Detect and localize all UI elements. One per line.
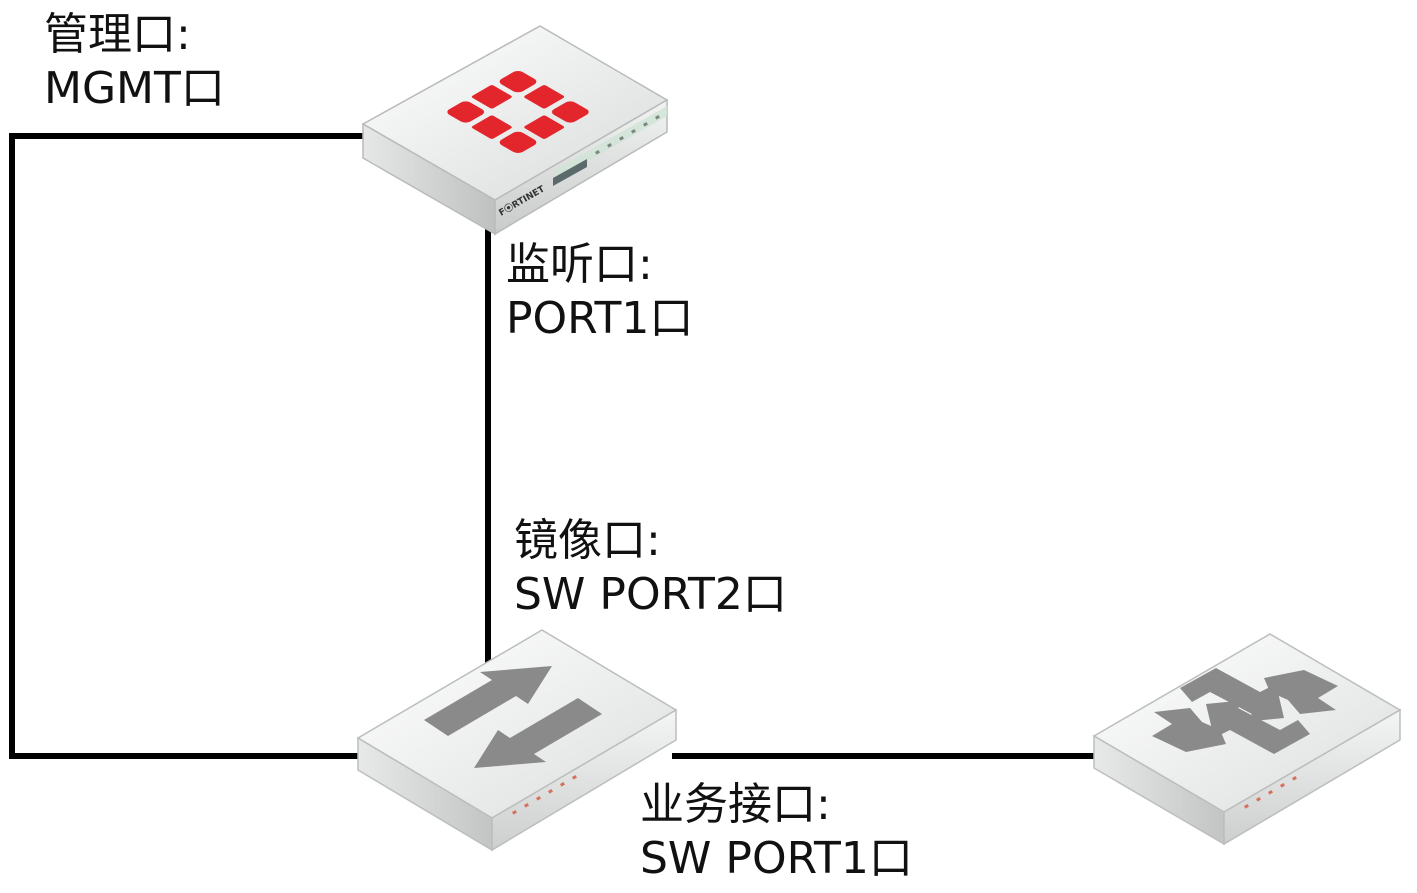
label-mgmt: 管理口: MGMT口 [44, 8, 225, 116]
label-monitor: 监听口: PORT1口 [506, 238, 693, 346]
switch-main-device[interactable] [352, 622, 682, 854]
label-business-title: 业务接口: [640, 779, 831, 830]
switch-remote-device[interactable] [1088, 626, 1406, 848]
firewall-device[interactable]: F⦿RTINET [355, 20, 675, 240]
label-business: 业务接口: SW PORT1口 [640, 778, 913, 886]
port-led-icons-remote [1244, 775, 1297, 809]
label-mirror-title: 镜像口: [514, 515, 661, 566]
label-mirror: 镜像口: SW PORT2口 [514, 514, 787, 622]
mgmt-link [9, 133, 365, 759]
port-led-icons [511, 775, 577, 815]
bidirectional-arrows-icon [424, 666, 602, 768]
fortinet-logo-icon [447, 71, 589, 153]
label-monitor-port: PORT1口 [506, 293, 694, 344]
status-led-icons [595, 115, 660, 155]
label-mgmt-port: MGMT口 [44, 63, 225, 114]
label-mirror-port: SW PORT2口 [514, 569, 787, 620]
crossing-arrows-icon [1152, 668, 1338, 754]
label-business-port: SW PORT1口 [640, 833, 913, 884]
label-monitor-title: 监听口: [506, 239, 653, 290]
label-mgmt-title: 管理口: [44, 9, 191, 60]
